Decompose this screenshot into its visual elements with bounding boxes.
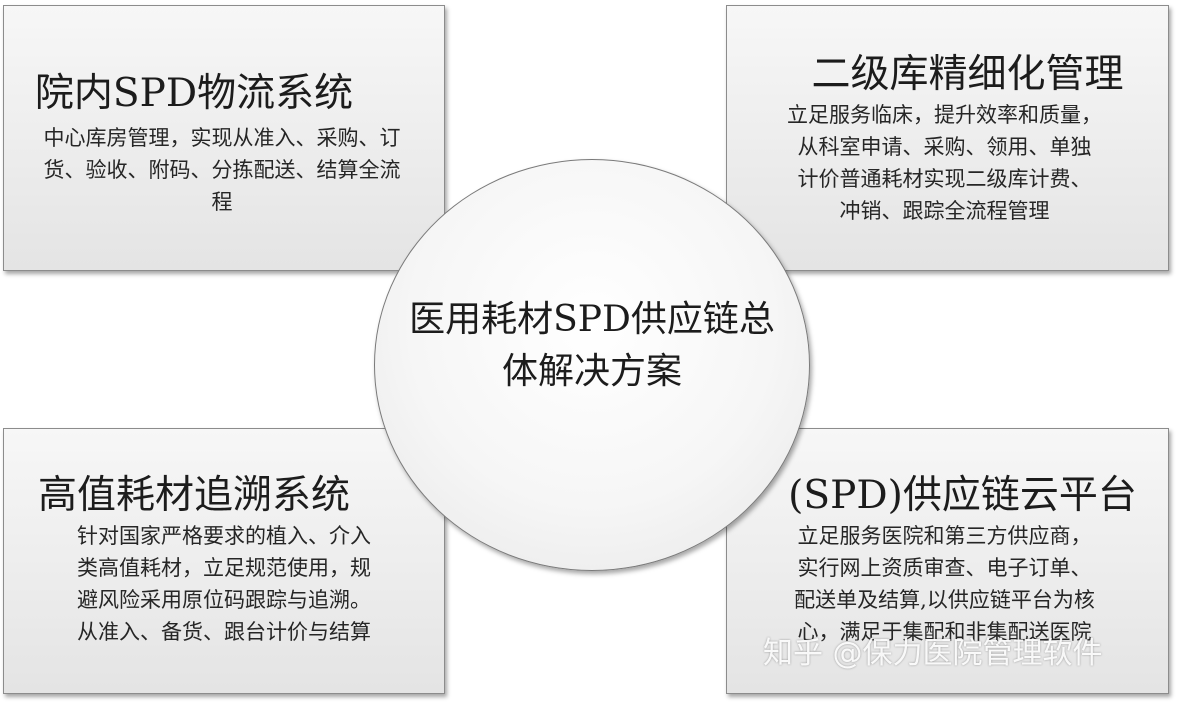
- center-title-line: 体解决方案: [501, 351, 682, 392]
- description-line: 从科室申请、采购、领用、单独: [797, 135, 1092, 159]
- description-line: 立足服务医院和第三方供应商，: [797, 524, 1092, 548]
- description-line: 避风险采用原位码跟踪与追溯。: [77, 588, 371, 612]
- center-title: 医用耗材SPD供应链总 体解决方案: [385, 294, 799, 398]
- description-line: 程: [211, 190, 233, 214]
- card-description: 中心库房管理，实现从准入、采购、订 货、验收、附码、分拣配送、结算全流 程: [10, 122, 434, 218]
- card-description: 立足服务医院和第三方供应商， 实行网上资质审查、电子订单、 配送单及结算,以供应…: [731, 520, 1158, 648]
- card-description: 针对国家严格要求的植入、介入 类高值耗材，立足规范使用，规 避风险采用原位码跟踪…: [44, 520, 404, 648]
- description-line: 计价普通耗材实现二级库计费、: [797, 167, 1092, 191]
- card-high-value-traceability: 高值耗材追溯系统 针对国家严格要求的植入、介入 类高值耗材，立足规范使用，规 避…: [3, 428, 445, 694]
- card-description: 立足服务临床，提升效率和质量， 从科室申请、采购、领用、单独 计价普通耗材实现二…: [731, 99, 1158, 227]
- description-line: 中心库房管理，实现从准入、采购、订: [43, 126, 401, 150]
- description-line: 从准入、备货、跟台计价与结算: [77, 620, 371, 644]
- description-line: 实行网上资质审查、电子订单、: [797, 556, 1092, 580]
- card-title: 二级库精细化管理: [811, 52, 1124, 97]
- center-title-line: 医用耗材SPD供应链总: [409, 299, 775, 340]
- card-title: 高值耗材追溯系统: [37, 473, 350, 518]
- card-supply-chain-cloud-platform: (SPD)供应链云平台 立足服务医院和第三方供应商， 实行网上资质审查、电子订单…: [726, 428, 1169, 694]
- description-line: 货、验收、附码、分拣配送、结算全流: [43, 158, 401, 182]
- description-line: 类高值耗材，立足规范使用，规: [77, 556, 371, 580]
- description-line: 针对国家严格要求的植入、介入: [77, 524, 371, 548]
- card-title: (SPD)供应链云平台: [788, 473, 1137, 518]
- description-line: 心，满足于集配和非集配送医院: [797, 620, 1092, 644]
- source-watermark: 知乎 @保力医院管理软件: [763, 636, 1103, 671]
- description-line: 立足服务临床，提升效率和质量，: [787, 103, 1102, 127]
- card-secondary-warehouse-management: 二级库精细化管理 立足服务临床，提升效率和质量， 从科室申请、采购、领用、单独 …: [726, 5, 1169, 271]
- description-line: 配送单及结算,以供应链平台为核: [794, 588, 1095, 612]
- card-inhospital-spd-logistics: 院内SPD物流系统 中心库房管理，实现从准入、采购、订 货、验收、附码、分拣配送…: [3, 5, 445, 271]
- card-title: 院内SPD物流系统: [34, 71, 354, 116]
- description-line: 冲销、跟踪全流程管理: [839, 199, 1050, 223]
- center-hub-circle: 医用耗材SPD供应链总 体解决方案: [374, 159, 810, 571]
